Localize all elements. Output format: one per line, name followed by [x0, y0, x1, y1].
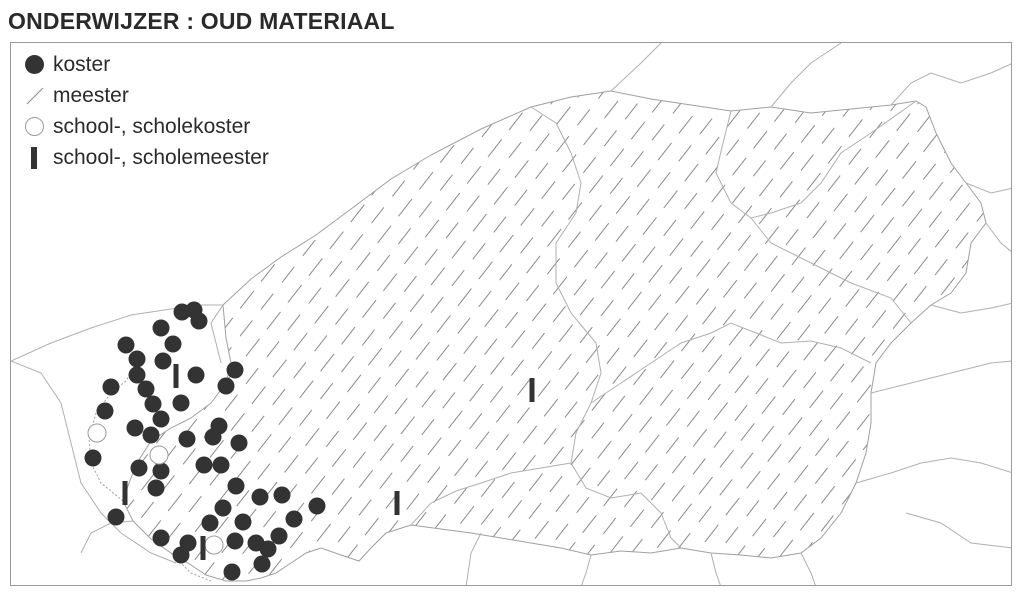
koster-dot: [195, 456, 213, 474]
koster-dot: [212, 456, 230, 474]
koster-dot: [226, 361, 244, 379]
koster-dot: [172, 394, 190, 412]
koster-dot: [152, 410, 170, 428]
map-title: ONDERWIJZER : OUD MATERIAAL: [8, 8, 395, 34]
koster-dot: [178, 430, 196, 448]
koster-dot: [152, 462, 170, 480]
schoolmeester-bar: [529, 378, 535, 402]
koster-dot: [147, 479, 165, 497]
filled-circle-icon: [25, 54, 44, 74]
open-circle-icon: [25, 116, 44, 136]
diagonal-hatch-icon: [26, 87, 44, 104]
koster-dot: [84, 449, 102, 467]
koster-dot: [96, 402, 114, 420]
koster-dot: [154, 352, 172, 370]
koster-dot: [137, 380, 155, 398]
koster-dot: [204, 428, 222, 446]
schoolmeester-bar: [394, 491, 400, 515]
koster-dot: [223, 563, 241, 581]
koster-dot: [251, 488, 269, 506]
koster-dot: [273, 486, 291, 504]
koster-dot: [259, 540, 277, 558]
koster-dot: [172, 546, 190, 564]
schoolmeester-bar: [200, 536, 206, 560]
map-frame: koster meester school-, scholekoster sch…: [10, 42, 1012, 586]
schoolmeester-bars: [122, 364, 535, 560]
koster-dot: [107, 508, 125, 526]
schoolmeester-bar: [122, 481, 128, 505]
koster-dot: [217, 377, 235, 395]
schoolkoster-circles: [87, 423, 224, 555]
koster-dot: [164, 335, 182, 353]
legend-item-meester: meester: [23, 80, 269, 111]
koster-dot: [102, 378, 120, 396]
koster-dot: [142, 426, 160, 444]
legend-label: school-, scholekoster: [53, 114, 251, 138]
koster-dot: [152, 319, 170, 337]
koster-dot: [308, 497, 326, 515]
koster-dot: [144, 395, 162, 413]
koster-dot: [128, 366, 146, 384]
schoolmeester-bar: [173, 364, 179, 388]
legend-label: school-, scholemeester: [53, 145, 269, 169]
koster-dot: [227, 477, 245, 495]
koster-dots: [84, 301, 326, 581]
legend-item-koster: koster: [23, 49, 269, 80]
legend-label: koster: [53, 52, 111, 76]
koster-dot: [253, 555, 271, 573]
koster-dot: [128, 350, 146, 368]
koster-dot: [270, 527, 288, 545]
koster-dot: [152, 529, 170, 547]
koster-dot: [226, 532, 244, 550]
koster-dot: [117, 336, 135, 354]
koster-dot: [190, 312, 208, 330]
koster-dot: [230, 434, 248, 452]
legend-item-schoolkoster: school-, scholekoster: [23, 111, 269, 142]
legend-item-schoolmeester: school-, scholemeester: [23, 142, 269, 173]
vertical-bar-icon: [31, 146, 37, 169]
koster-dot: [126, 419, 144, 437]
koster-dot: [285, 510, 303, 528]
legend: koster meester school-, scholekoster sch…: [23, 49, 269, 173]
schoolkoster-circle: [204, 535, 224, 555]
koster-dot: [234, 513, 252, 531]
koster-dot: [187, 366, 205, 384]
schoolkoster-circle: [149, 445, 169, 465]
dialect-map: [11, 43, 1011, 585]
koster-dot: [201, 514, 219, 532]
schoolkoster-circle: [87, 423, 107, 443]
legend-label: meester: [53, 83, 129, 107]
koster-dot: [214, 499, 232, 517]
koster-dot: [130, 459, 148, 477]
